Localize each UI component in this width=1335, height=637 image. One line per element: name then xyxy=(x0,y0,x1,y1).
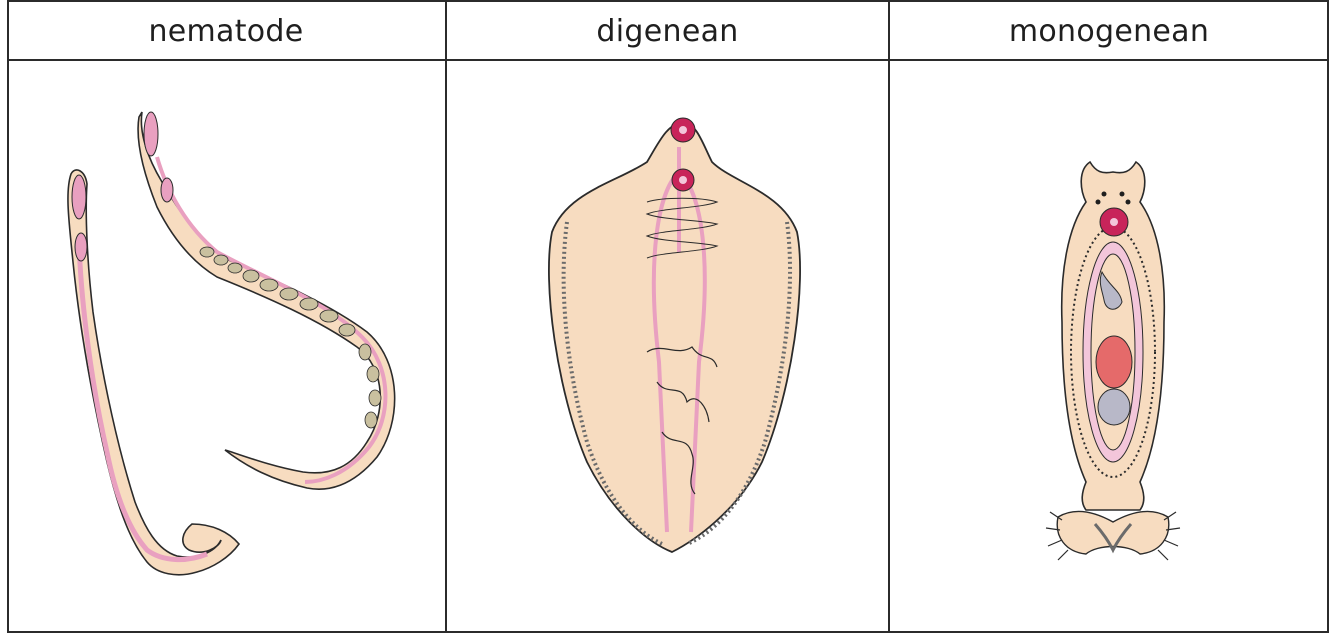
comparison-figure: nematode digenean monogenean xyxy=(7,0,1329,633)
digenean-illustration-icon xyxy=(447,62,888,630)
header-nematode: nematode xyxy=(7,2,445,60)
monogenean-illustration-icon xyxy=(890,62,1328,630)
header-monogenean: monogenean xyxy=(890,2,1328,60)
nematode-illustration-icon xyxy=(7,62,445,630)
header-digenean: digenean xyxy=(447,2,888,60)
